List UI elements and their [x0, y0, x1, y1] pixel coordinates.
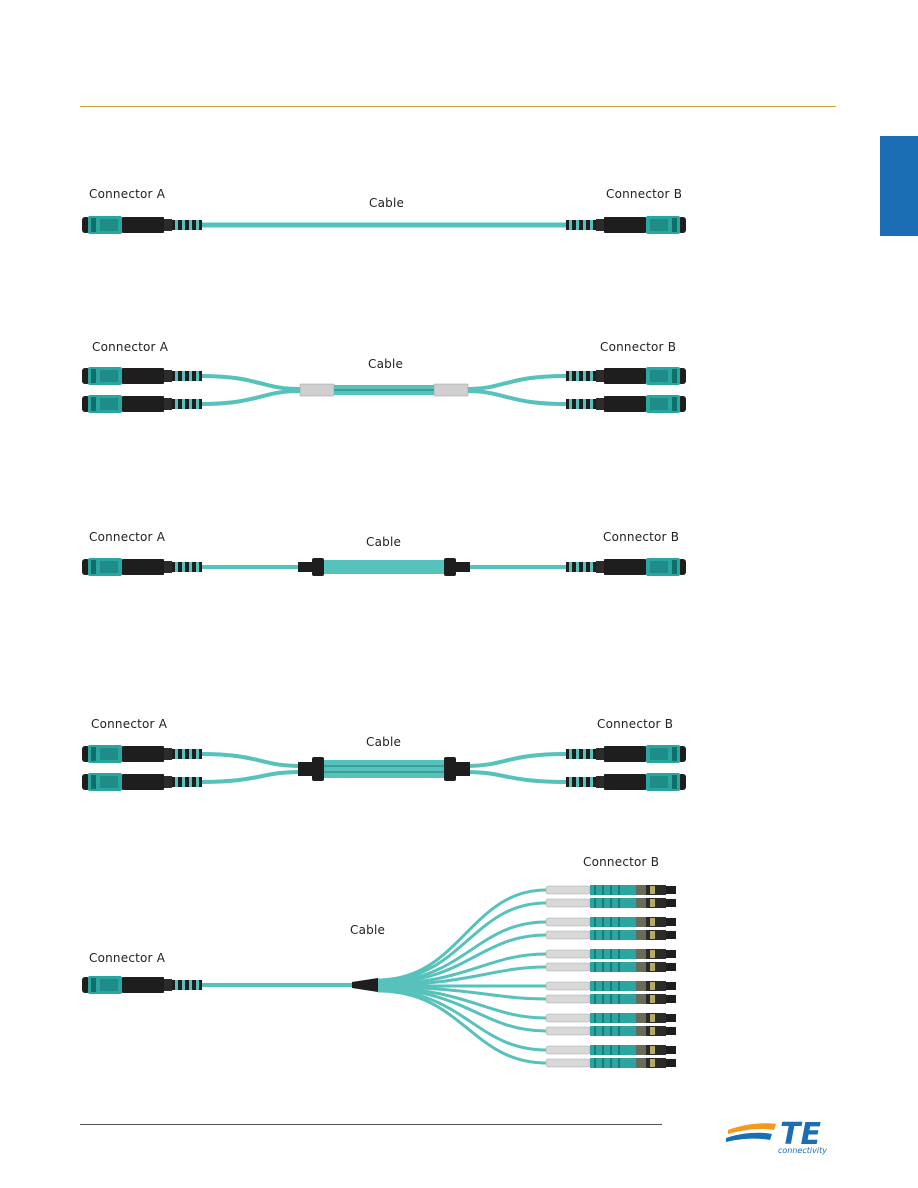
te-logo-icon: TE: [726, 1117, 821, 1152]
footer-rule: [80, 1124, 662, 1125]
d3-connector-a-icon: [82, 558, 202, 576]
d1-connector-a-icon: [82, 216, 202, 234]
d2-cable-label: Cable: [368, 357, 404, 371]
d3-cable-label: Cable: [366, 535, 402, 549]
diagram-1-trunk: [82, 216, 686, 234]
section-tab: [880, 136, 918, 236]
d4-connector-a-label: Connector A: [91, 717, 168, 731]
d4-connector-b2-icon: [566, 773, 686, 791]
d1-connector-a-label: Connector A: [89, 187, 166, 201]
diagram-2-dual-trunk: [82, 367, 686, 413]
d5-connector-b-label: Connector B: [583, 855, 660, 869]
header-rule: [80, 106, 836, 107]
d4-connector-a1-icon: [82, 745, 202, 763]
d4-connector-a2-icon: [82, 773, 202, 791]
d4-connector-b-label: Connector B: [597, 717, 674, 731]
diagram-5-fanout: [82, 884, 677, 1069]
logo-tagline: connectivity: [778, 1146, 827, 1155]
d1-cable-label: Cable: [369, 196, 405, 210]
d2-connector-b-label: Connector B: [600, 340, 677, 354]
d2-connector-b2-icon: [566, 395, 686, 413]
d2-connector-a2-icon: [82, 395, 202, 413]
d4-cable-label: Cable: [366, 735, 402, 749]
diagram-3-furcated-trunk: [82, 558, 686, 576]
d3-connector-a-label: Connector A: [89, 530, 166, 544]
d1-connector-b-label: Connector B: [606, 187, 683, 201]
d4-connector-b1-icon: [566, 745, 686, 763]
svg-text:TE: TE: [780, 1117, 821, 1152]
d3-connector-b-icon: [566, 558, 686, 576]
diagram-4-dual-furcated-trunk: [82, 745, 686, 791]
d5-cable-label: Cable: [350, 923, 386, 937]
d2-connector-a1-icon: [82, 367, 202, 385]
d5-connector-a-icon: [82, 976, 202, 994]
d3-connector-b-label: Connector B: [603, 530, 680, 544]
d2-connector-b1-icon: [566, 367, 686, 385]
d1-connector-b-icon: [566, 216, 686, 234]
d2-connector-a-label: Connector A: [92, 340, 169, 354]
d5-connector-a-label: Connector A: [89, 951, 166, 965]
